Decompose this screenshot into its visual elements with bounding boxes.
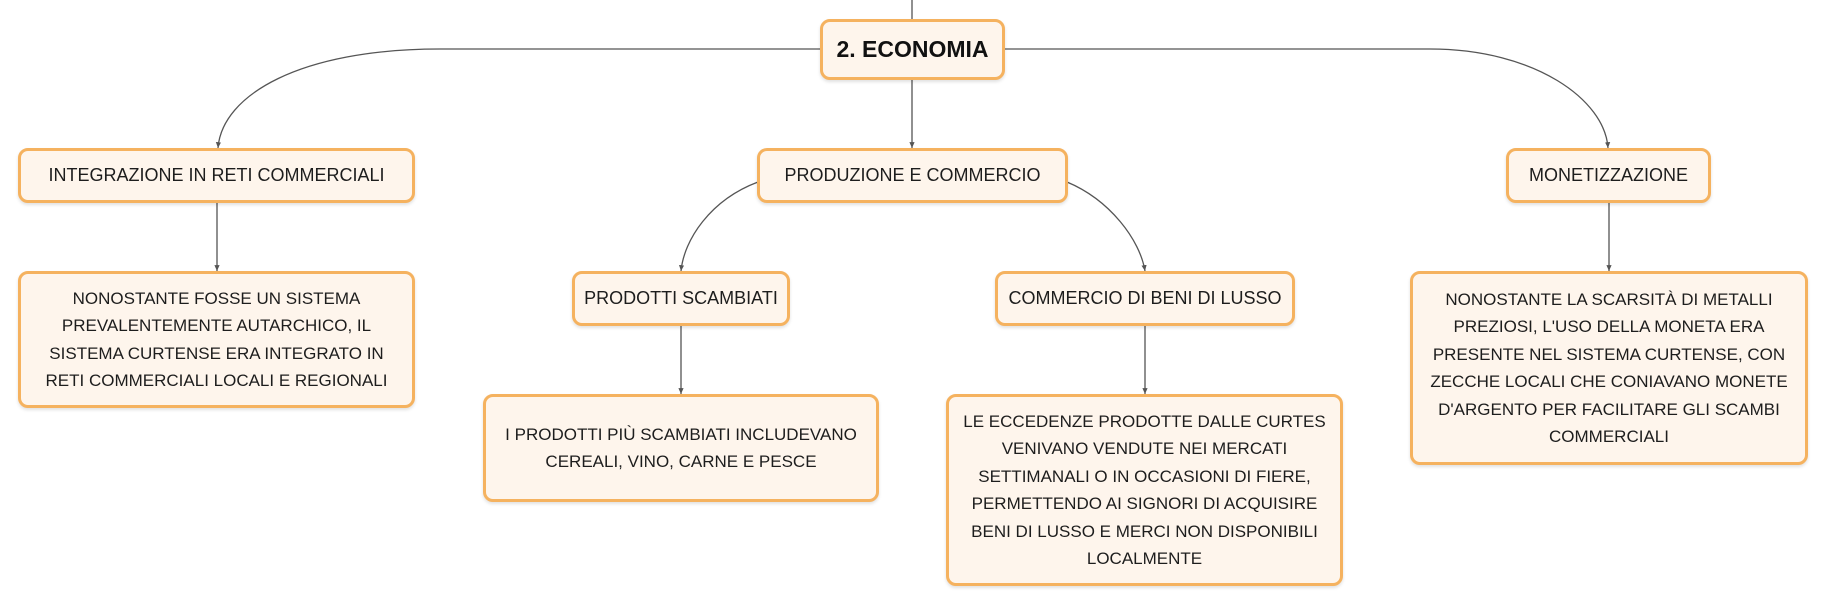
node-produzione-e-commercio: PRODUZIONE E COMMERCIO (757, 148, 1068, 203)
root-node: 2. ECONOMIA (820, 19, 1005, 80)
node-commercio-beni-di-lusso: COMMERCIO DI BENI DI LUSSO (995, 271, 1295, 326)
connector-produzione-to-lusso (1066, 181, 1147, 272)
node-prodotti-scambiati-detail: I PRODOTTI PIÙ SCAMBIATI INCLUDEVANO CER… (483, 394, 879, 502)
node-integrazione-detail: NONOSTANTE FOSSE UN SISTEMA PREVALENTEME… (18, 271, 415, 408)
node-monetizzazione-detail: NONOSTANTE LA SCARSITÀ DI METALLI PREZIO… (1410, 271, 1808, 465)
node-integrazione-reti-commerciali: INTEGRAZIONE IN RETI COMMERCIALI (18, 148, 415, 203)
node-commercio-beni-di-lusso-detail: LE ECCEDENZE PRODOTTE DALLE CURTES VENIV… (946, 394, 1343, 586)
node-prodotti-scambiati: PRODOTTI SCAMBIATI (572, 271, 790, 326)
connector-root-to-monetizzazione (1003, 48, 1611, 149)
connector-root-to-integrazione (215, 48, 822, 149)
connector-produzione-to-prodotti (678, 181, 759, 272)
node-monetizzazione: MONETIZZAZIONE (1506, 148, 1711, 203)
